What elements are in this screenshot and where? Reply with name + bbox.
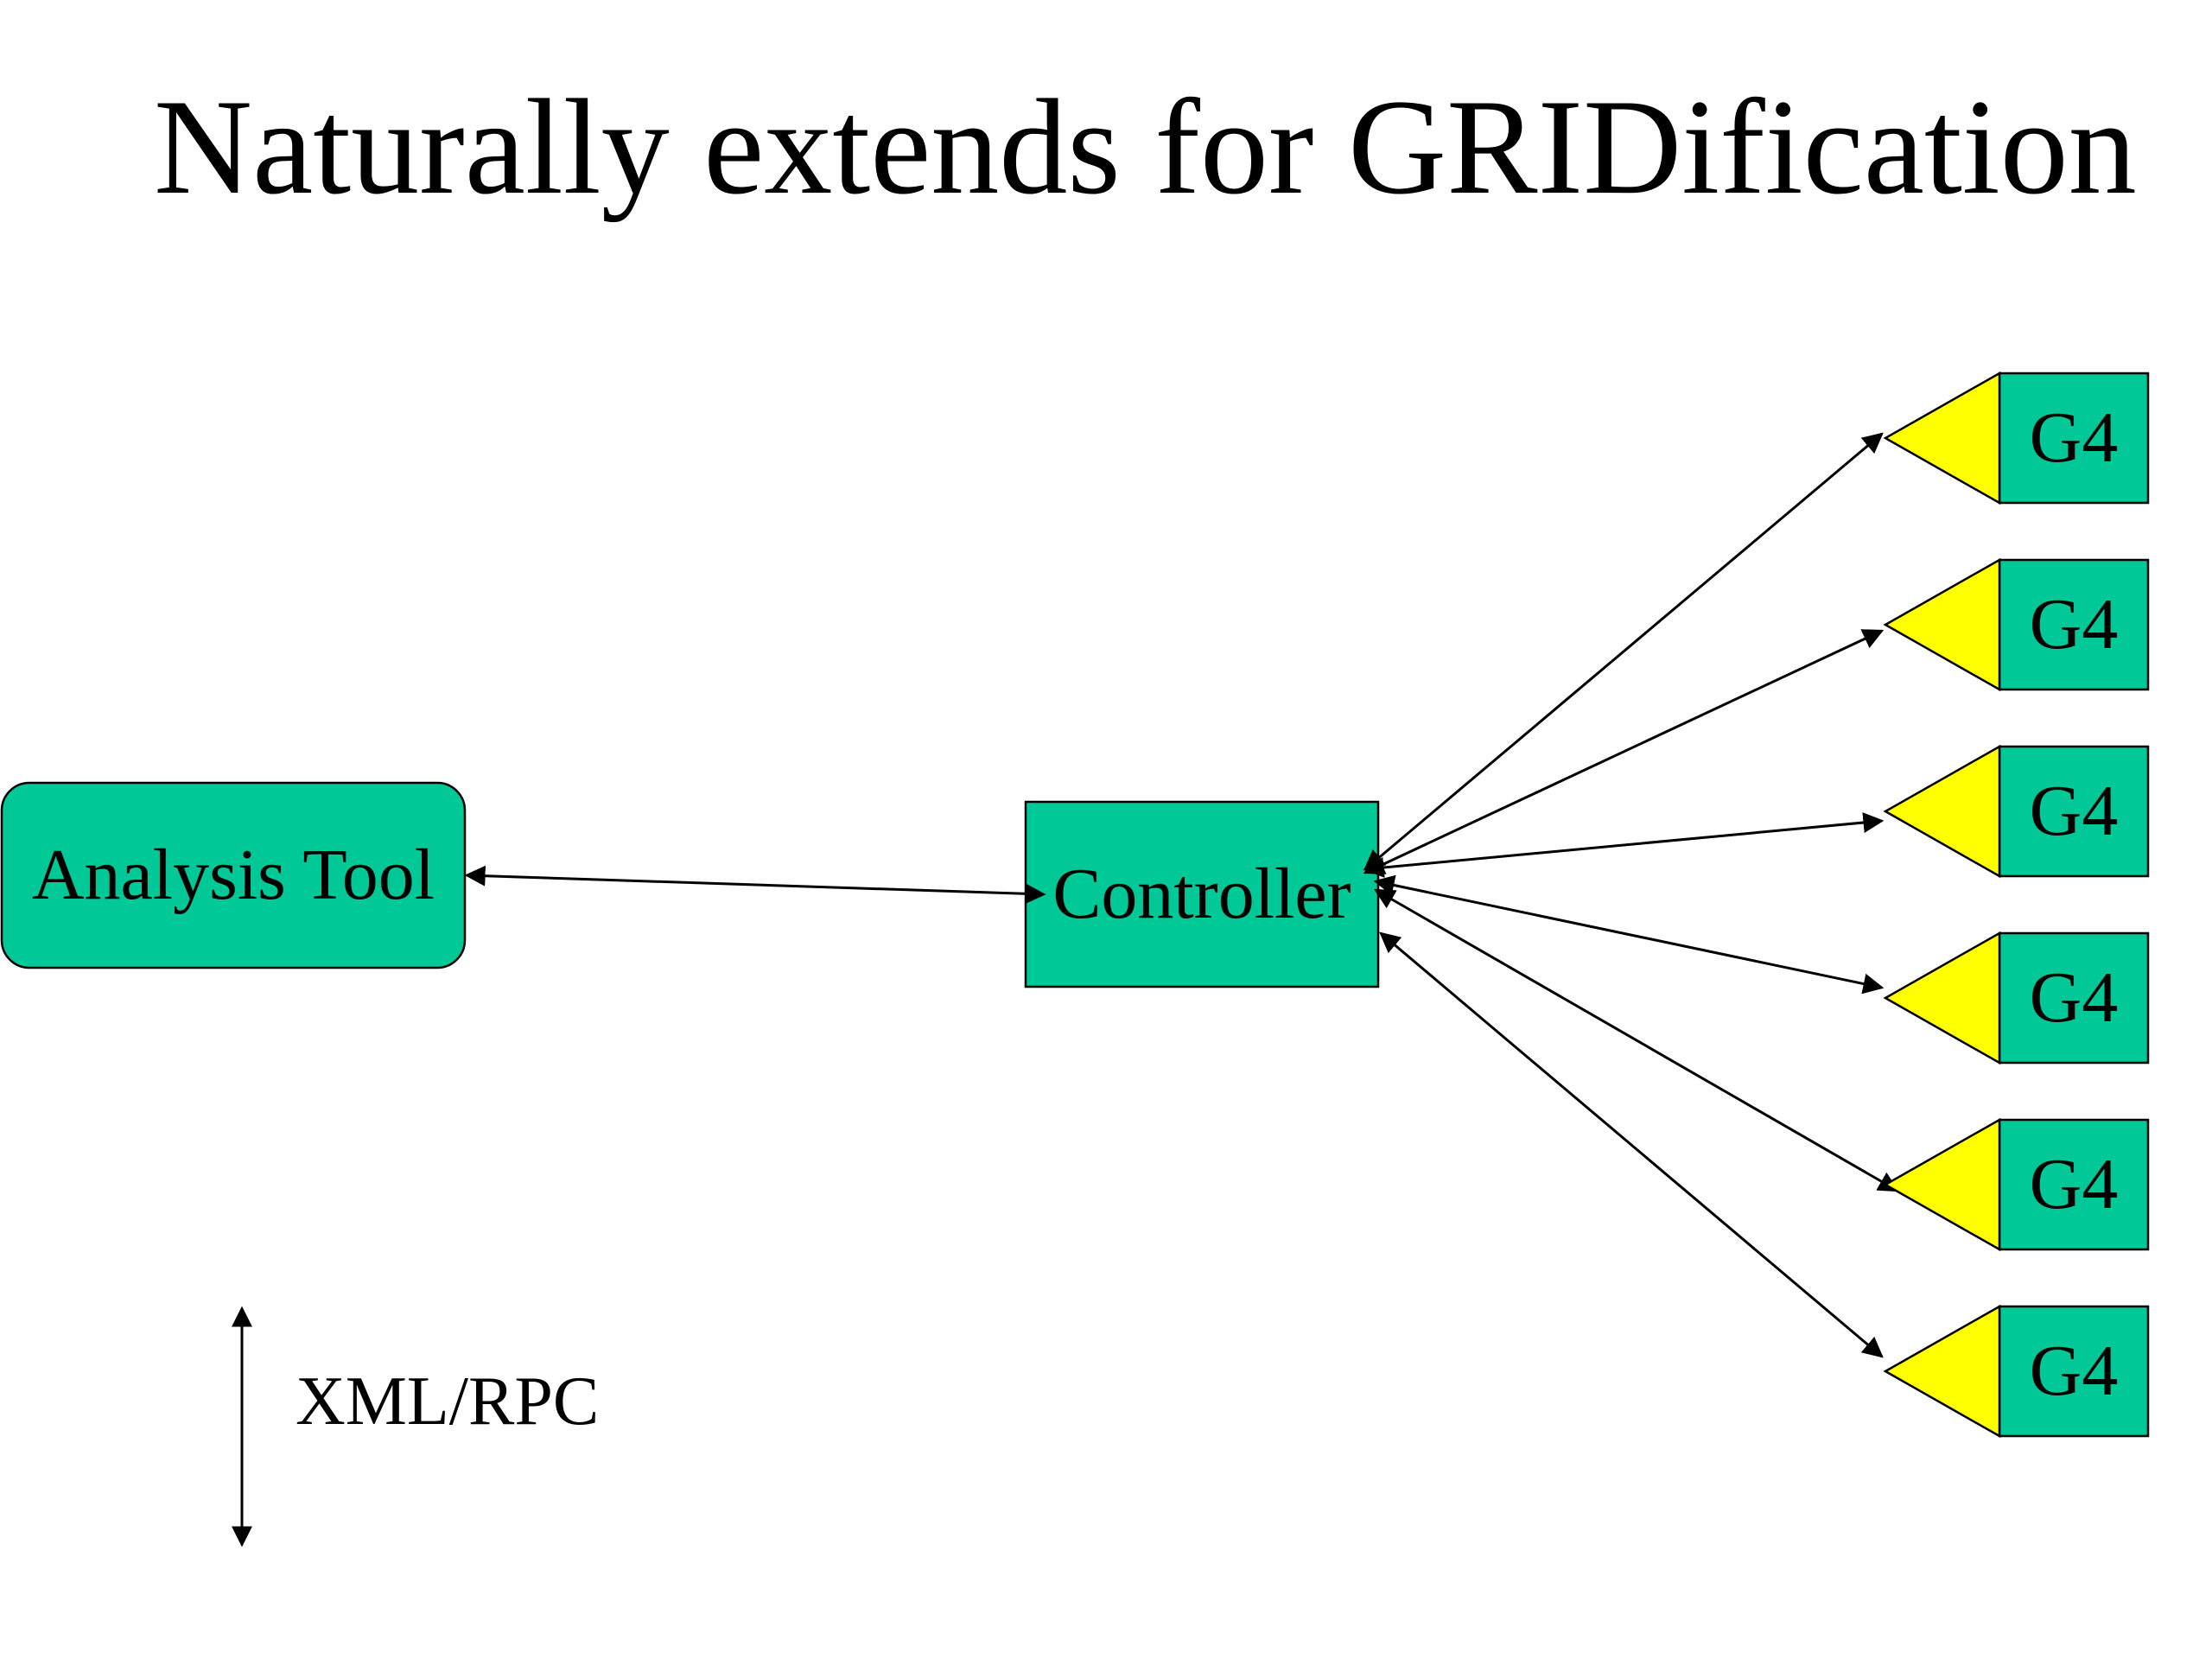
- g4-label-3: G4: [2029, 771, 2119, 851]
- g4-label-4: G4: [2029, 957, 2119, 1038]
- controller-g4-connector-3: [1363, 812, 1885, 878]
- g4-worker-5: [1883, 1117, 2150, 1252]
- g4-label-6: G4: [2029, 1331, 2119, 1411]
- analysis-tool-label: Analysis Tool: [31, 835, 435, 915]
- g4-triangle-5: [1883, 1117, 2001, 1252]
- g4-label-5: G4: [2029, 1144, 2119, 1224]
- g4-triangle-6: [1883, 1304, 2001, 1439]
- g4-box-3: [1998, 745, 2150, 878]
- g4-triangle-4: [1883, 931, 2001, 1065]
- g4-worker-2: [1883, 557, 2150, 692]
- controller-g4-connector-6: [1379, 931, 1884, 1358]
- g4-box-6: [1998, 1305, 2150, 1438]
- controller-box: [1024, 800, 1380, 988]
- g4-box-2: [1998, 558, 2150, 691]
- legend-label: XML/RPC: [296, 1363, 600, 1440]
- controller-label: Controller: [1052, 854, 1351, 934]
- controller-g4-connector-1: [1363, 432, 1884, 871]
- analysis-controller-connector: [464, 865, 1046, 905]
- g4-box-1: [1998, 372, 2150, 505]
- g4-label-2: G4: [2029, 584, 2119, 664]
- g4-box-4: [1998, 931, 2150, 1065]
- g4-triangle-3: [1883, 744, 2001, 879]
- g4-box-5: [1998, 1118, 2150, 1251]
- controller-g4-connector-2: [1363, 629, 1885, 874]
- g4-worker-3: [1883, 744, 2150, 879]
- g4-worker-4: [1883, 931, 2150, 1065]
- g4-triangle-1: [1883, 371, 2001, 505]
- g4-worker-1: [1883, 371, 2150, 505]
- slide-title: Naturally extends for GRIDification: [154, 72, 2137, 223]
- g4-worker-6: [1883, 1304, 2150, 1439]
- g4-label-1: G4: [2029, 397, 2119, 478]
- g4-triangle-2: [1883, 557, 2001, 692]
